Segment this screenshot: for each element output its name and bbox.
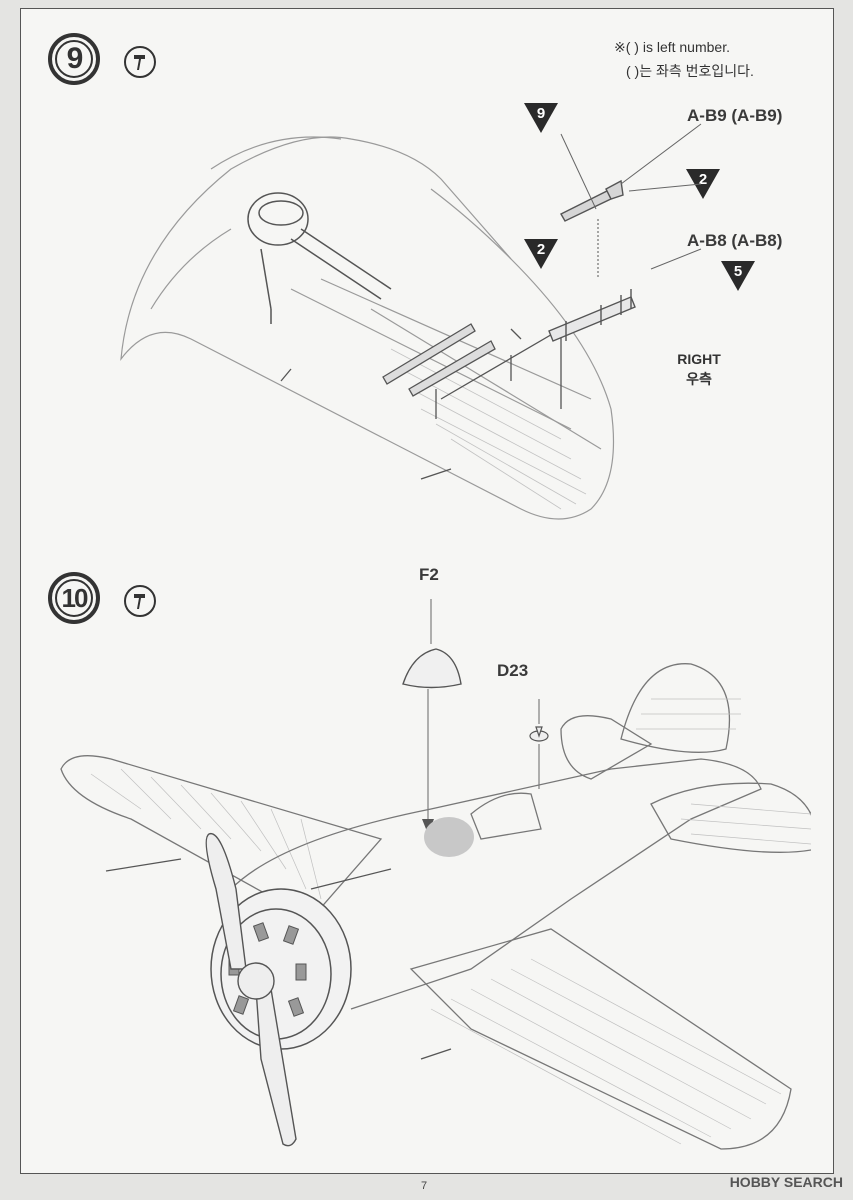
part-label-d23: D23 <box>497 661 529 680</box>
callout-5: 5 <box>721 261 755 291</box>
page-number: 7 <box>421 1180 428 1192</box>
cement-icon <box>124 46 156 78</box>
rocket-parts-drawing <box>548 179 636 342</box>
side-label-en: RIGHT <box>677 351 721 367</box>
callout-2-left: 2 <box>524 239 558 269</box>
part-label-a-b8: A-B8 (A-B8) <box>687 231 783 250</box>
hobby-search-watermark: HOBBY SEARCH <box>729 1174 843 1190</box>
part-label-a-b9: A-B9 (A-B9) <box>687 106 783 125</box>
instruction-sheet: 9 ※( ) is left number. ( )는 좌측 번호입니다. <box>20 8 834 1174</box>
part-label-f2: F2 <box>419 565 439 584</box>
note-left-number-en: ※( ) is left number. <box>614 39 730 55</box>
step-9-badge: 9 <box>48 33 100 85</box>
callout-9: 9 <box>524 103 558 133</box>
side-label-ko: 우측 <box>686 371 712 387</box>
step-10-badge: 10 <box>48 572 100 624</box>
cement-icon <box>124 585 156 617</box>
note-left-number-ko: ( )는 좌측 번호입니다. <box>626 63 754 79</box>
leader-lines <box>560 123 702 270</box>
step-9-wing-drawing <box>120 136 615 520</box>
callout-2-right: 2 <box>686 169 720 199</box>
step-10-aircraft-drawing <box>60 599 811 1150</box>
